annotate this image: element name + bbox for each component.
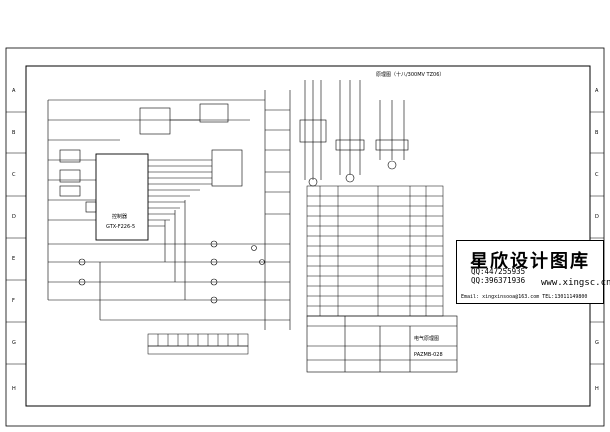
power-circuit bbox=[299, 80, 409, 187]
row-label-left: H bbox=[12, 386, 16, 392]
module-label: GTX-F226-5 bbox=[106, 224, 135, 230]
row-label-right: B bbox=[595, 130, 599, 136]
row-label-left: F bbox=[12, 298, 15, 304]
terminal-strip bbox=[147, 333, 249, 355]
row-label-right: G bbox=[595, 340, 599, 346]
row-label-right: C bbox=[595, 172, 599, 178]
row-label-right: A bbox=[595, 88, 599, 94]
drawing-number: PAZMB-028 bbox=[414, 352, 443, 358]
row-label-left: G bbox=[12, 340, 16, 346]
row-label-left: A bbox=[12, 88, 16, 94]
row-label-left: B bbox=[12, 130, 16, 136]
stamp-qq1: QQ:447255935 bbox=[471, 267, 526, 276]
stamp-website: www.xingsc.cn bbox=[541, 278, 610, 288]
function-column bbox=[264, 90, 291, 330]
controller-label: 控制器 bbox=[112, 213, 127, 220]
component-table bbox=[306, 185, 444, 317]
stamp-title: 星欣设计图库 bbox=[470, 251, 590, 272]
watermark-stamp: 星欣设计图库 QQ:447255935 QQ:396371936 www.xin… bbox=[456, 240, 610, 304]
stamp-email: Email: xingxinsooa@163.com TEL:130111498… bbox=[461, 294, 588, 300]
row-label-left: E bbox=[12, 256, 15, 262]
row-label-left: D bbox=[12, 214, 16, 220]
power-heading: 原理图（十八/300MV TZ06） bbox=[376, 71, 444, 78]
inner-border bbox=[25, 65, 591, 407]
row-label-right: H bbox=[595, 386, 599, 392]
stamp-qq2: QQ:396371936 bbox=[471, 276, 526, 285]
outer-border bbox=[5, 47, 605, 427]
title-block bbox=[306, 315, 458, 373]
row-label-right: D bbox=[595, 214, 599, 220]
controller-box bbox=[95, 153, 149, 241]
row-label-left: C bbox=[12, 172, 16, 178]
drawing-title: 电气原理图 bbox=[414, 335, 439, 342]
control-circuit bbox=[47, 99, 265, 321]
